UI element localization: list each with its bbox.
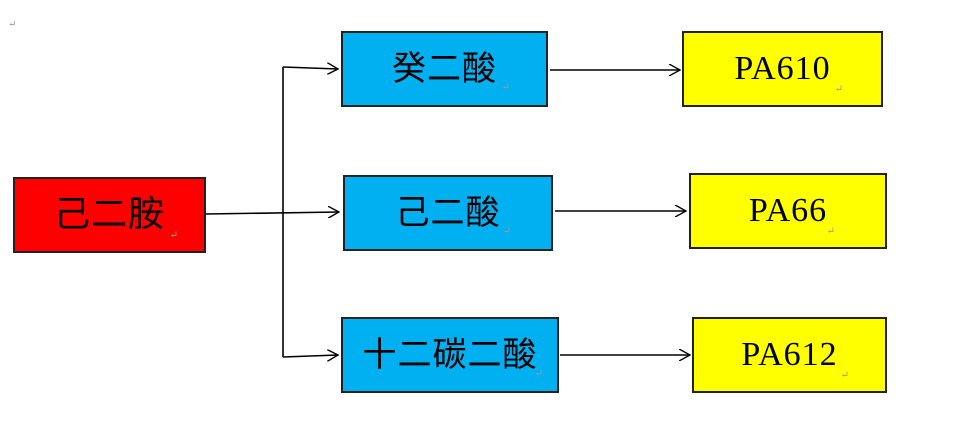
paragraph-mark: ↵	[826, 226, 835, 237]
diamine-box: 己二胺 ↵	[13, 177, 206, 253]
arrow-diamine-to-acid-2	[204, 212, 339, 214]
acid-label: 己二酸	[395, 193, 501, 233]
acid-label: 十二碳二酸	[362, 335, 538, 375]
acid-box-3: 十二碳二酸 ↵	[341, 317, 559, 393]
paragraph-mark: ↵	[834, 84, 843, 95]
acid-box-1: 癸二酸 ↵	[341, 31, 548, 107]
paragraph-mark: ↵	[501, 82, 510, 93]
acid-label: 癸二酸	[392, 49, 497, 89]
product-box-2: PA66 ↵	[689, 173, 887, 249]
product-box-3: PA612 ↵	[692, 317, 887, 393]
arrow-spine-to-acid-3	[282, 355, 338, 357]
acid-box-2: 己二酸 ↵	[343, 175, 553, 251]
paragraph-mark: ↵	[534, 368, 543, 379]
diamine-label: 己二胺	[53, 194, 165, 235]
product-label: PA66	[748, 192, 828, 229]
product-label: PA610	[734, 50, 831, 87]
paragraph-mark: ↵	[502, 226, 511, 237]
paragraph-mark: ↵	[8, 19, 17, 30]
paragraph-mark: ↵	[169, 230, 178, 241]
product-label: PA612	[741, 336, 838, 373]
paragraph-mark: ↵	[840, 370, 849, 381]
arrow-spine-to-acid-1	[282, 67, 338, 69]
product-box-1: PA610 ↵	[682, 31, 883, 107]
